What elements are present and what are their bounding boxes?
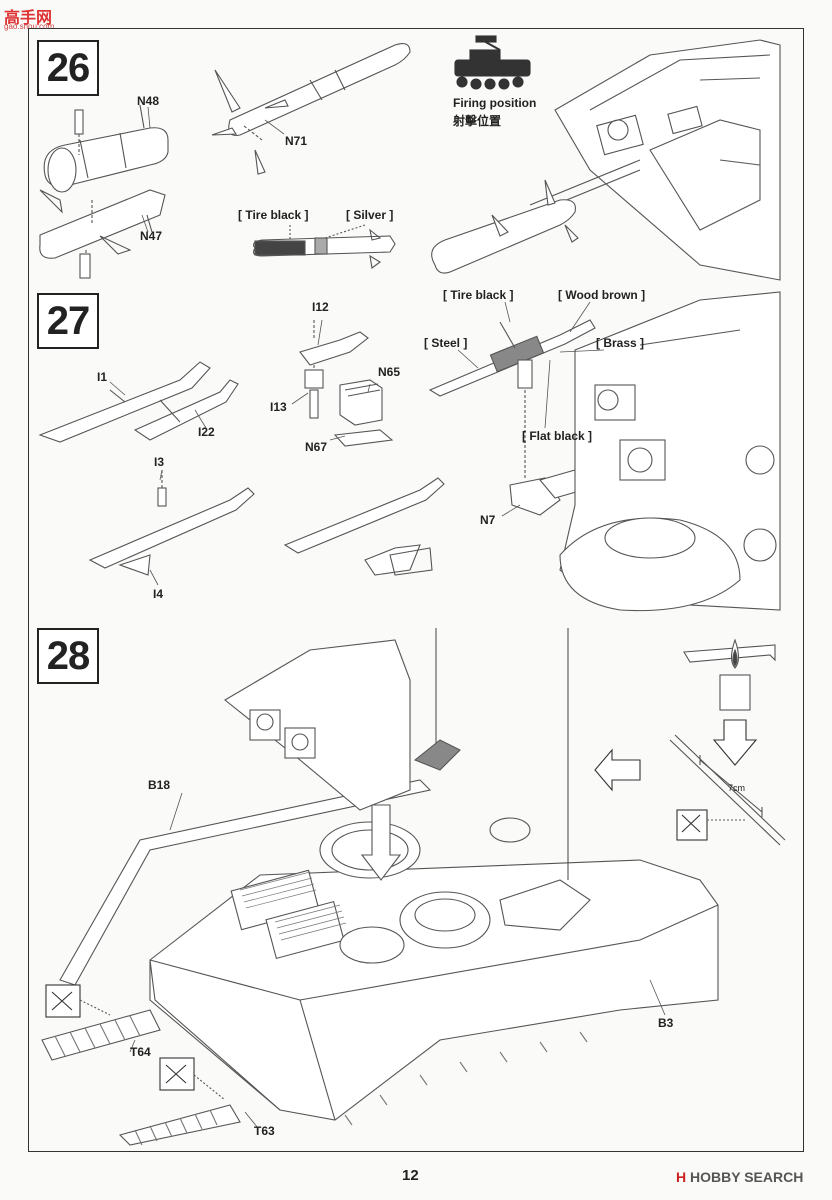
rifle-i1-i22 bbox=[38, 361, 239, 443]
part-label-i22: I22 bbox=[198, 425, 215, 439]
cutter-icon-t64 bbox=[45, 984, 111, 1018]
firing-position-label: Firing position bbox=[453, 96, 537, 110]
watermark-url: gao.shou.com bbox=[4, 22, 55, 31]
watermark-logo: 高手网 bbox=[4, 10, 53, 27]
part-label-n47: N47 bbox=[140, 229, 163, 243]
brand-text: HOBBY SEARCH bbox=[690, 1169, 804, 1185]
part-label-i1: I1 bbox=[97, 370, 108, 384]
part-label-n67: N67 bbox=[305, 440, 328, 454]
sprue-stretch-guide bbox=[669, 638, 786, 846]
assembly-arrow-icon bbox=[360, 804, 402, 881]
step-number-26: 26 bbox=[37, 40, 99, 96]
part-label-n65: N65 bbox=[378, 365, 401, 379]
part-label-n71: N71 bbox=[285, 134, 308, 148]
turret-step27 bbox=[559, 291, 781, 612]
page-number: 12 bbox=[402, 1167, 419, 1184]
instruction-frame bbox=[28, 28, 804, 1152]
missile-n71 bbox=[211, 43, 411, 175]
part-label-t64: T64 bbox=[130, 1045, 151, 1059]
brand-mark-icon: H bbox=[676, 1169, 687, 1185]
rifle-i3-i4 bbox=[88, 470, 255, 576]
track-t63 bbox=[118, 1031, 588, 1146]
missile-pod-n48 bbox=[39, 104, 169, 279]
turret-step28 bbox=[224, 628, 569, 880]
vehicle-silhouette-icon bbox=[454, 35, 531, 90]
firing-position-label-zh: 射擊位置 bbox=[453, 114, 502, 128]
part-label-t63: T63 bbox=[254, 1124, 275, 1138]
part-label-b18: B18 bbox=[148, 778, 171, 792]
part-label-n7: N7 bbox=[480, 513, 496, 527]
paint-label-silver: [ Silver ] bbox=[346, 208, 394, 222]
missile-paint-guide bbox=[253, 224, 396, 269]
brand-logo: H HOBBY SEARCH bbox=[676, 1169, 803, 1185]
paint-label-tire-black: [ Tire black ] bbox=[238, 208, 309, 222]
ammo-box-n65 bbox=[333, 379, 394, 447]
part-label-i12: I12 bbox=[312, 300, 329, 314]
part-label-i3: I3 bbox=[154, 455, 165, 469]
part-label-i4: I4 bbox=[153, 587, 164, 601]
turret-launcher-step26 bbox=[431, 39, 781, 281]
direction-arrow-icon bbox=[594, 748, 641, 792]
cutter-icon-t63 bbox=[159, 1057, 226, 1101]
track-t64 bbox=[41, 1009, 161, 1061]
hull-b3 bbox=[149, 817, 719, 1121]
measure-label: 7cm bbox=[728, 783, 746, 793]
paint-label-tire-black-27: [ Tire black ] bbox=[443, 288, 514, 302]
paint-label-steel: [ Steel ] bbox=[424, 336, 468, 350]
paint-label-flat-black: [ Flat black ] bbox=[522, 429, 593, 443]
step-number-27: 27 bbox=[37, 293, 99, 349]
step-number-28: 28 bbox=[37, 628, 99, 684]
part-label-n48: N48 bbox=[137, 94, 160, 108]
part-label-i13: I13 bbox=[270, 400, 287, 414]
paint-label-wood-brown: [ Wood brown ] bbox=[558, 288, 646, 302]
part-label-b3: B3 bbox=[658, 1016, 674, 1030]
paint-label-brass: [ Brass ] bbox=[596, 336, 645, 350]
gun-mount-i12 bbox=[299, 320, 369, 419]
rifle-assembled bbox=[283, 477, 445, 576]
